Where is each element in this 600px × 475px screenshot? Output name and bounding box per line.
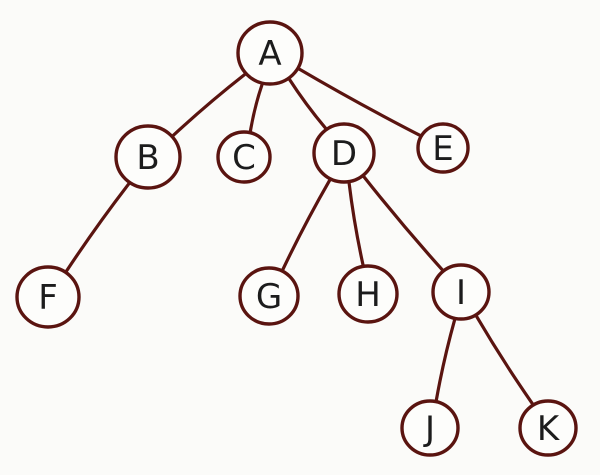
node-f-label: F (38, 278, 58, 318)
edge-a-b (170, 72, 248, 138)
node-e: E (416, 122, 470, 174)
nodes-layer: A B C D E F G H I J K (15, 20, 578, 457)
node-h: H (337, 264, 399, 324)
edge-b-f (64, 181, 131, 274)
edge-d-i (361, 174, 445, 273)
node-h-label: H (355, 275, 381, 315)
node-a-label: A (258, 34, 281, 74)
edge-d-h (347, 180, 365, 268)
edge-a-c (248, 82, 264, 134)
node-e-label: E (432, 129, 453, 169)
node-g: G (238, 266, 300, 326)
node-j: J (400, 399, 460, 457)
node-d: D (312, 122, 376, 184)
node-i: I (431, 263, 491, 321)
node-b-circle (114, 124, 182, 190)
node-b-label: B (136, 138, 159, 178)
node-a: A (236, 20, 304, 86)
node-c-label: C (232, 138, 256, 178)
node-k: K (518, 399, 578, 457)
edge-a-d (287, 77, 328, 131)
node-c: C (216, 130, 272, 184)
edge-i-k (474, 313, 535, 407)
node-g-label: G (256, 277, 282, 317)
node-e-circle (416, 122, 470, 174)
node-f-circle (15, 265, 81, 329)
node-f: F (15, 265, 81, 329)
node-a-circle (236, 20, 304, 86)
edge-d-g (280, 177, 332, 272)
node-k-circle (518, 399, 578, 457)
node-d-label: D (331, 134, 357, 174)
node-b: B (114, 124, 182, 190)
node-j-label: J (423, 409, 435, 449)
node-i-label: I (456, 273, 466, 313)
edge-i-j (434, 317, 457, 403)
edges-layer (64, 66, 535, 407)
node-k-label: K (537, 409, 561, 449)
node-j-circle (400, 399, 460, 457)
edge-a-e (296, 66, 423, 138)
node-h-circle (337, 264, 399, 324)
node-i-circle (431, 263, 491, 321)
node-c-circle (216, 130, 272, 184)
node-d-circle (312, 122, 376, 184)
node-g-circle (238, 266, 300, 326)
